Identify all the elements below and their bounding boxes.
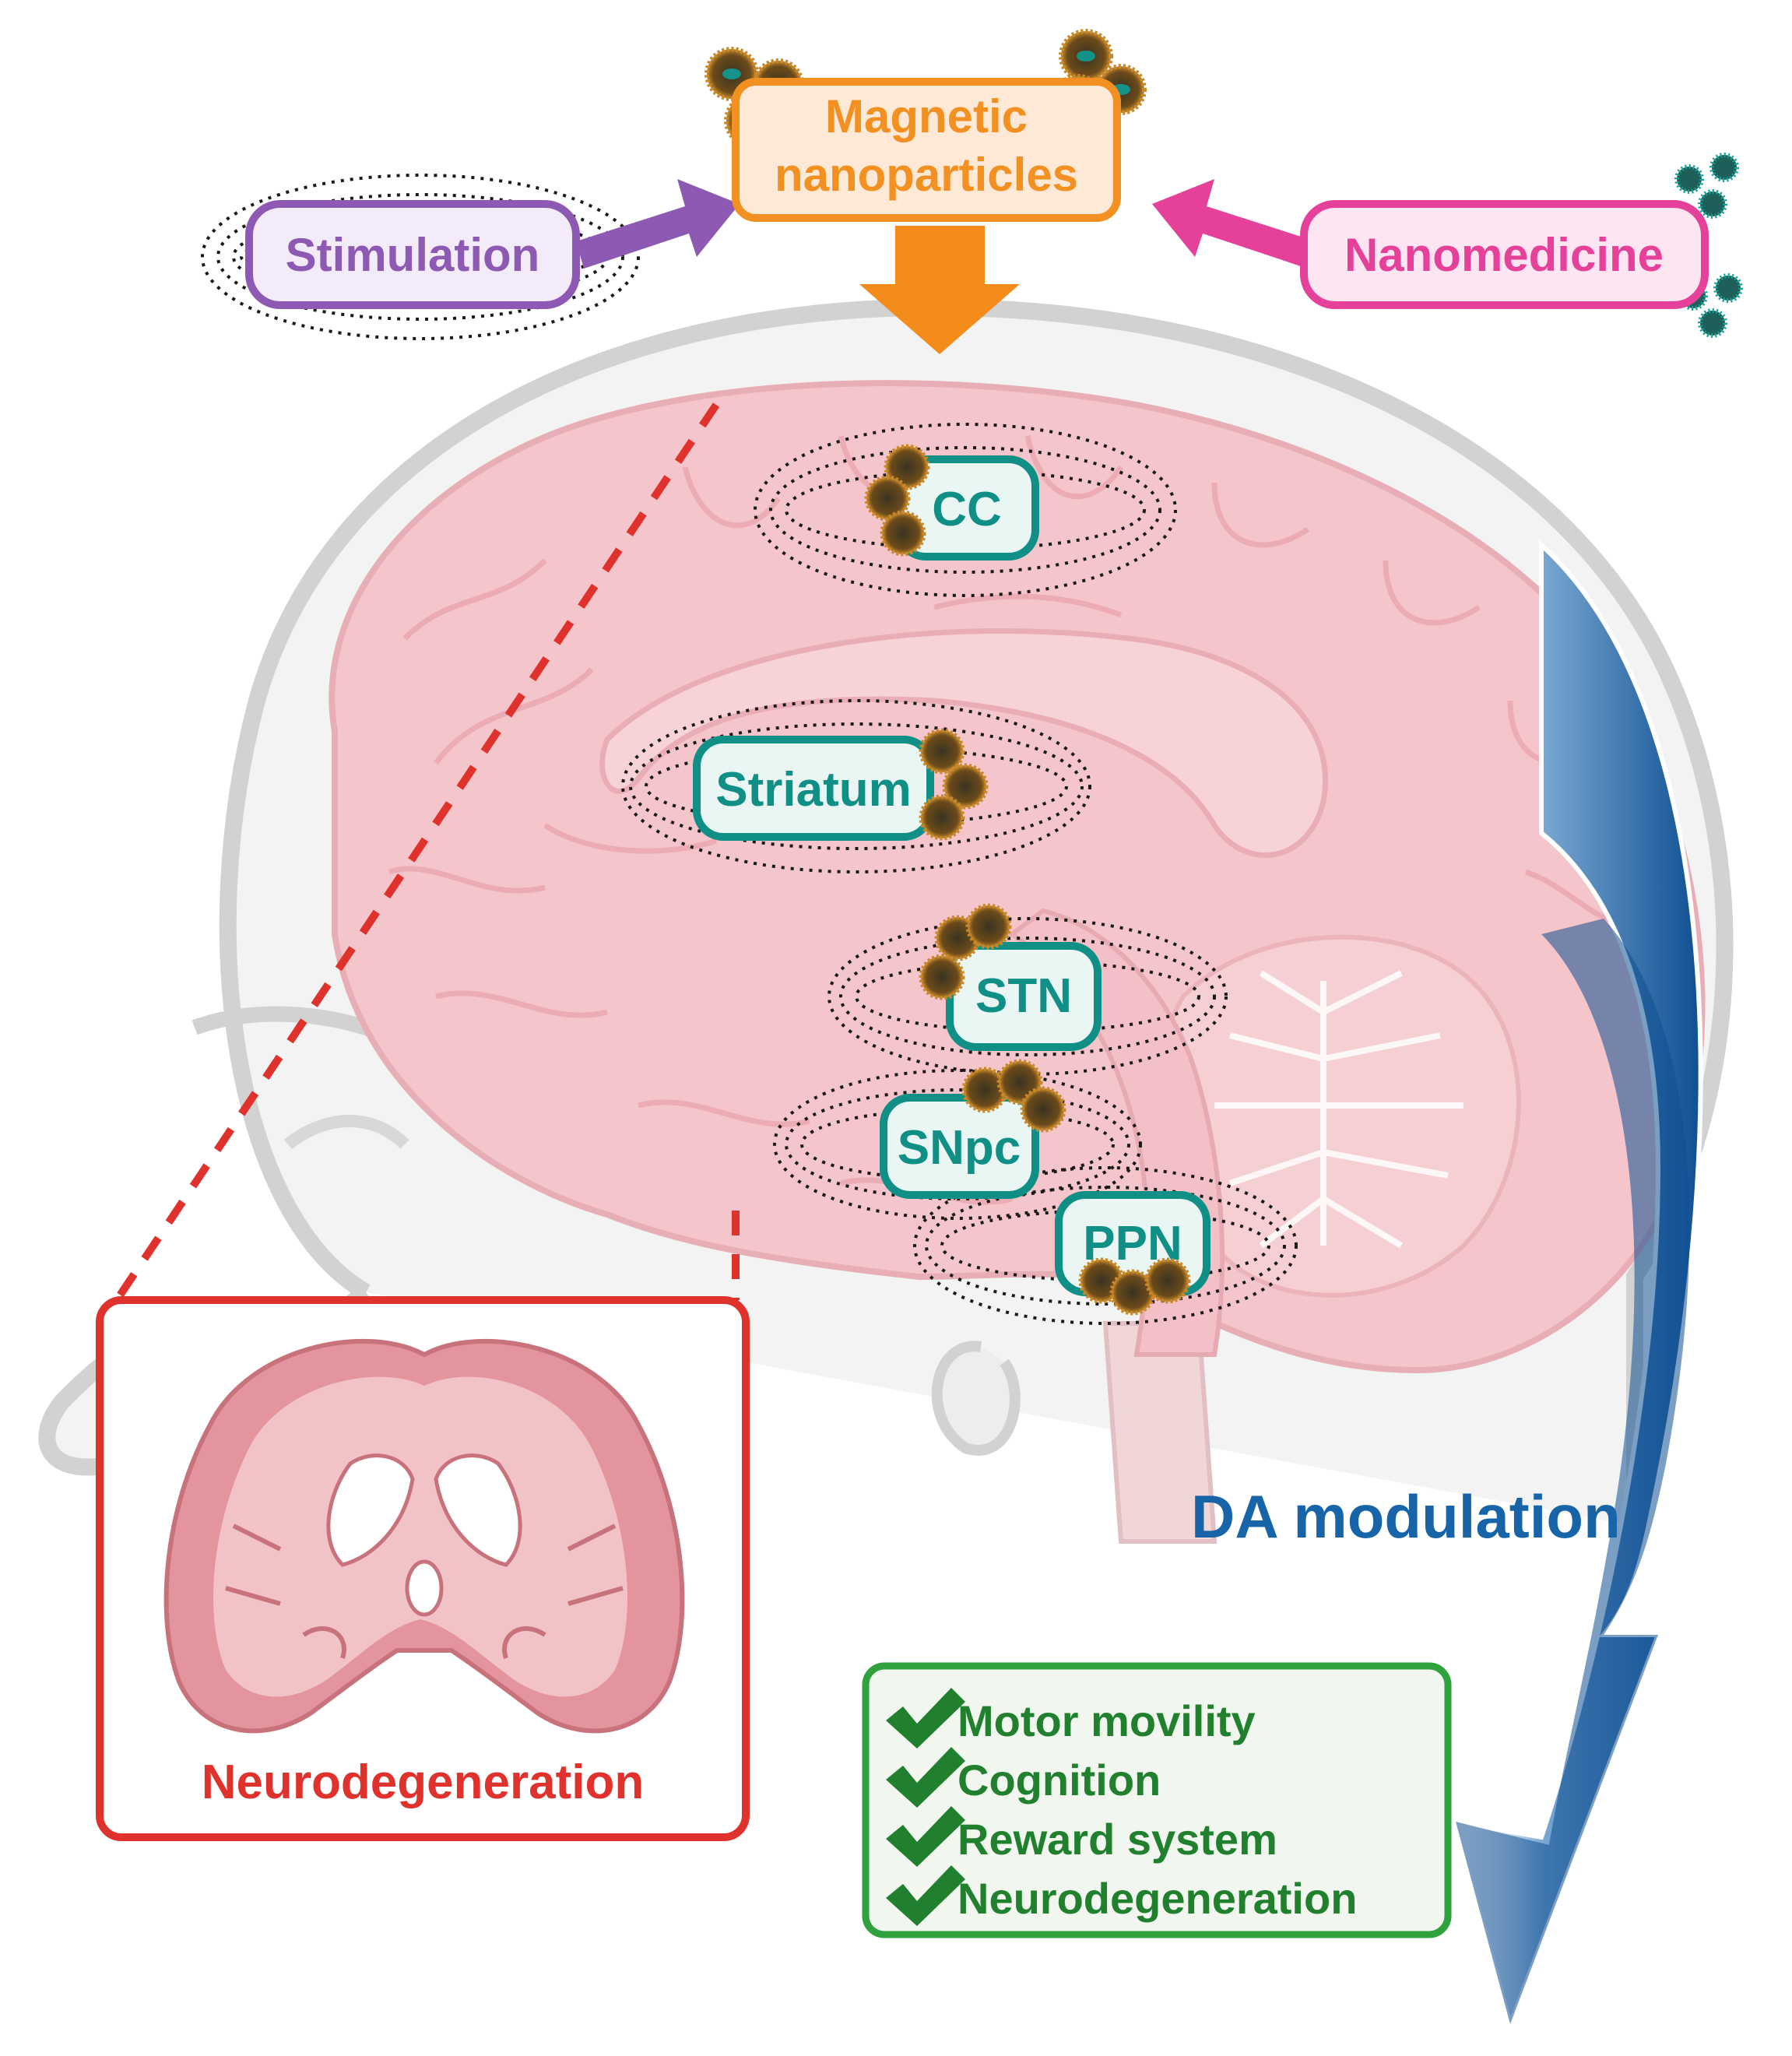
stimulation-arrow [576, 179, 740, 269]
nanomedicine-arrow [1152, 179, 1316, 269]
outcome-item: Motor movility [886, 1688, 1256, 1748]
inset-connector [113, 402, 740, 1302]
outcome-item: Cognition [886, 1747, 1161, 1808]
nanoparticle-cluster-snpc [961, 1059, 1066, 1133]
outcome-label: Reward system [957, 1815, 1277, 1864]
region-ppn: PPN [1055, 1191, 1210, 1316]
nanoparticle-cluster-cc [864, 444, 930, 557]
nanoparticle-cluster-ppn [1078, 1257, 1191, 1316]
stimulation-box: Stimulation [245, 200, 580, 309]
nanomedicine-label: Nanomedicine [1344, 229, 1664, 281]
region-snpc-label: SNpc [898, 1121, 1021, 1175]
inset-caption: Neurodegeneration [202, 1756, 644, 1809]
neurodegeneration-inset: Neurodegeneration [96, 1296, 750, 1841]
nanoparticle-cluster-striatum [919, 728, 989, 841]
check-icon [886, 1688, 965, 1748]
magnetic-label-line1: Magnetic [825, 90, 1028, 142]
check-icon [886, 1747, 965, 1808]
outcome-label: Cognition [957, 1756, 1161, 1805]
region-striatum-label: Striatum [715, 763, 911, 817]
check-icon [886, 1865, 965, 1926]
nanomedicine-box: Nanomedicine [1300, 200, 1709, 309]
region-cc-label: CC [932, 483, 1002, 536]
magnetic-nanoparticles-box: Magnetic nanoparticles [732, 78, 1121, 222]
nanoparticle-cluster-stn [919, 903, 1012, 1000]
da-modulation-label: DA modulation [1191, 1482, 1621, 1551]
outcomes-box: Motor movility Cognition Reward system N… [862, 1662, 1452, 1938]
region-cc: CC [864, 444, 1039, 561]
da-modulation-arrow [1452, 539, 1703, 2032]
orange-down-arrow [859, 226, 1020, 354]
region-stn-label: STN [975, 969, 1072, 1023]
region-stn: STN [919, 903, 1102, 1051]
outcome-label: Neurodegeneration [957, 1874, 1357, 1923]
outcome-item: Neurodegeneration [886, 1865, 1357, 1926]
stimulation-label: Stimulation [286, 229, 540, 281]
magnetic-label-line2: nanoparticles [775, 149, 1078, 201]
check-icon [886, 1806, 965, 1867]
region-striatum: Striatum [693, 728, 989, 841]
coronal-brain-section [163, 1338, 685, 1734]
region-snpc: SNpc [880, 1059, 1066, 1199]
brain-sagittal [329, 380, 1706, 1374]
outcome-item: Reward system [886, 1806, 1277, 1867]
outcome-label: Motor movility [957, 1696, 1256, 1745]
